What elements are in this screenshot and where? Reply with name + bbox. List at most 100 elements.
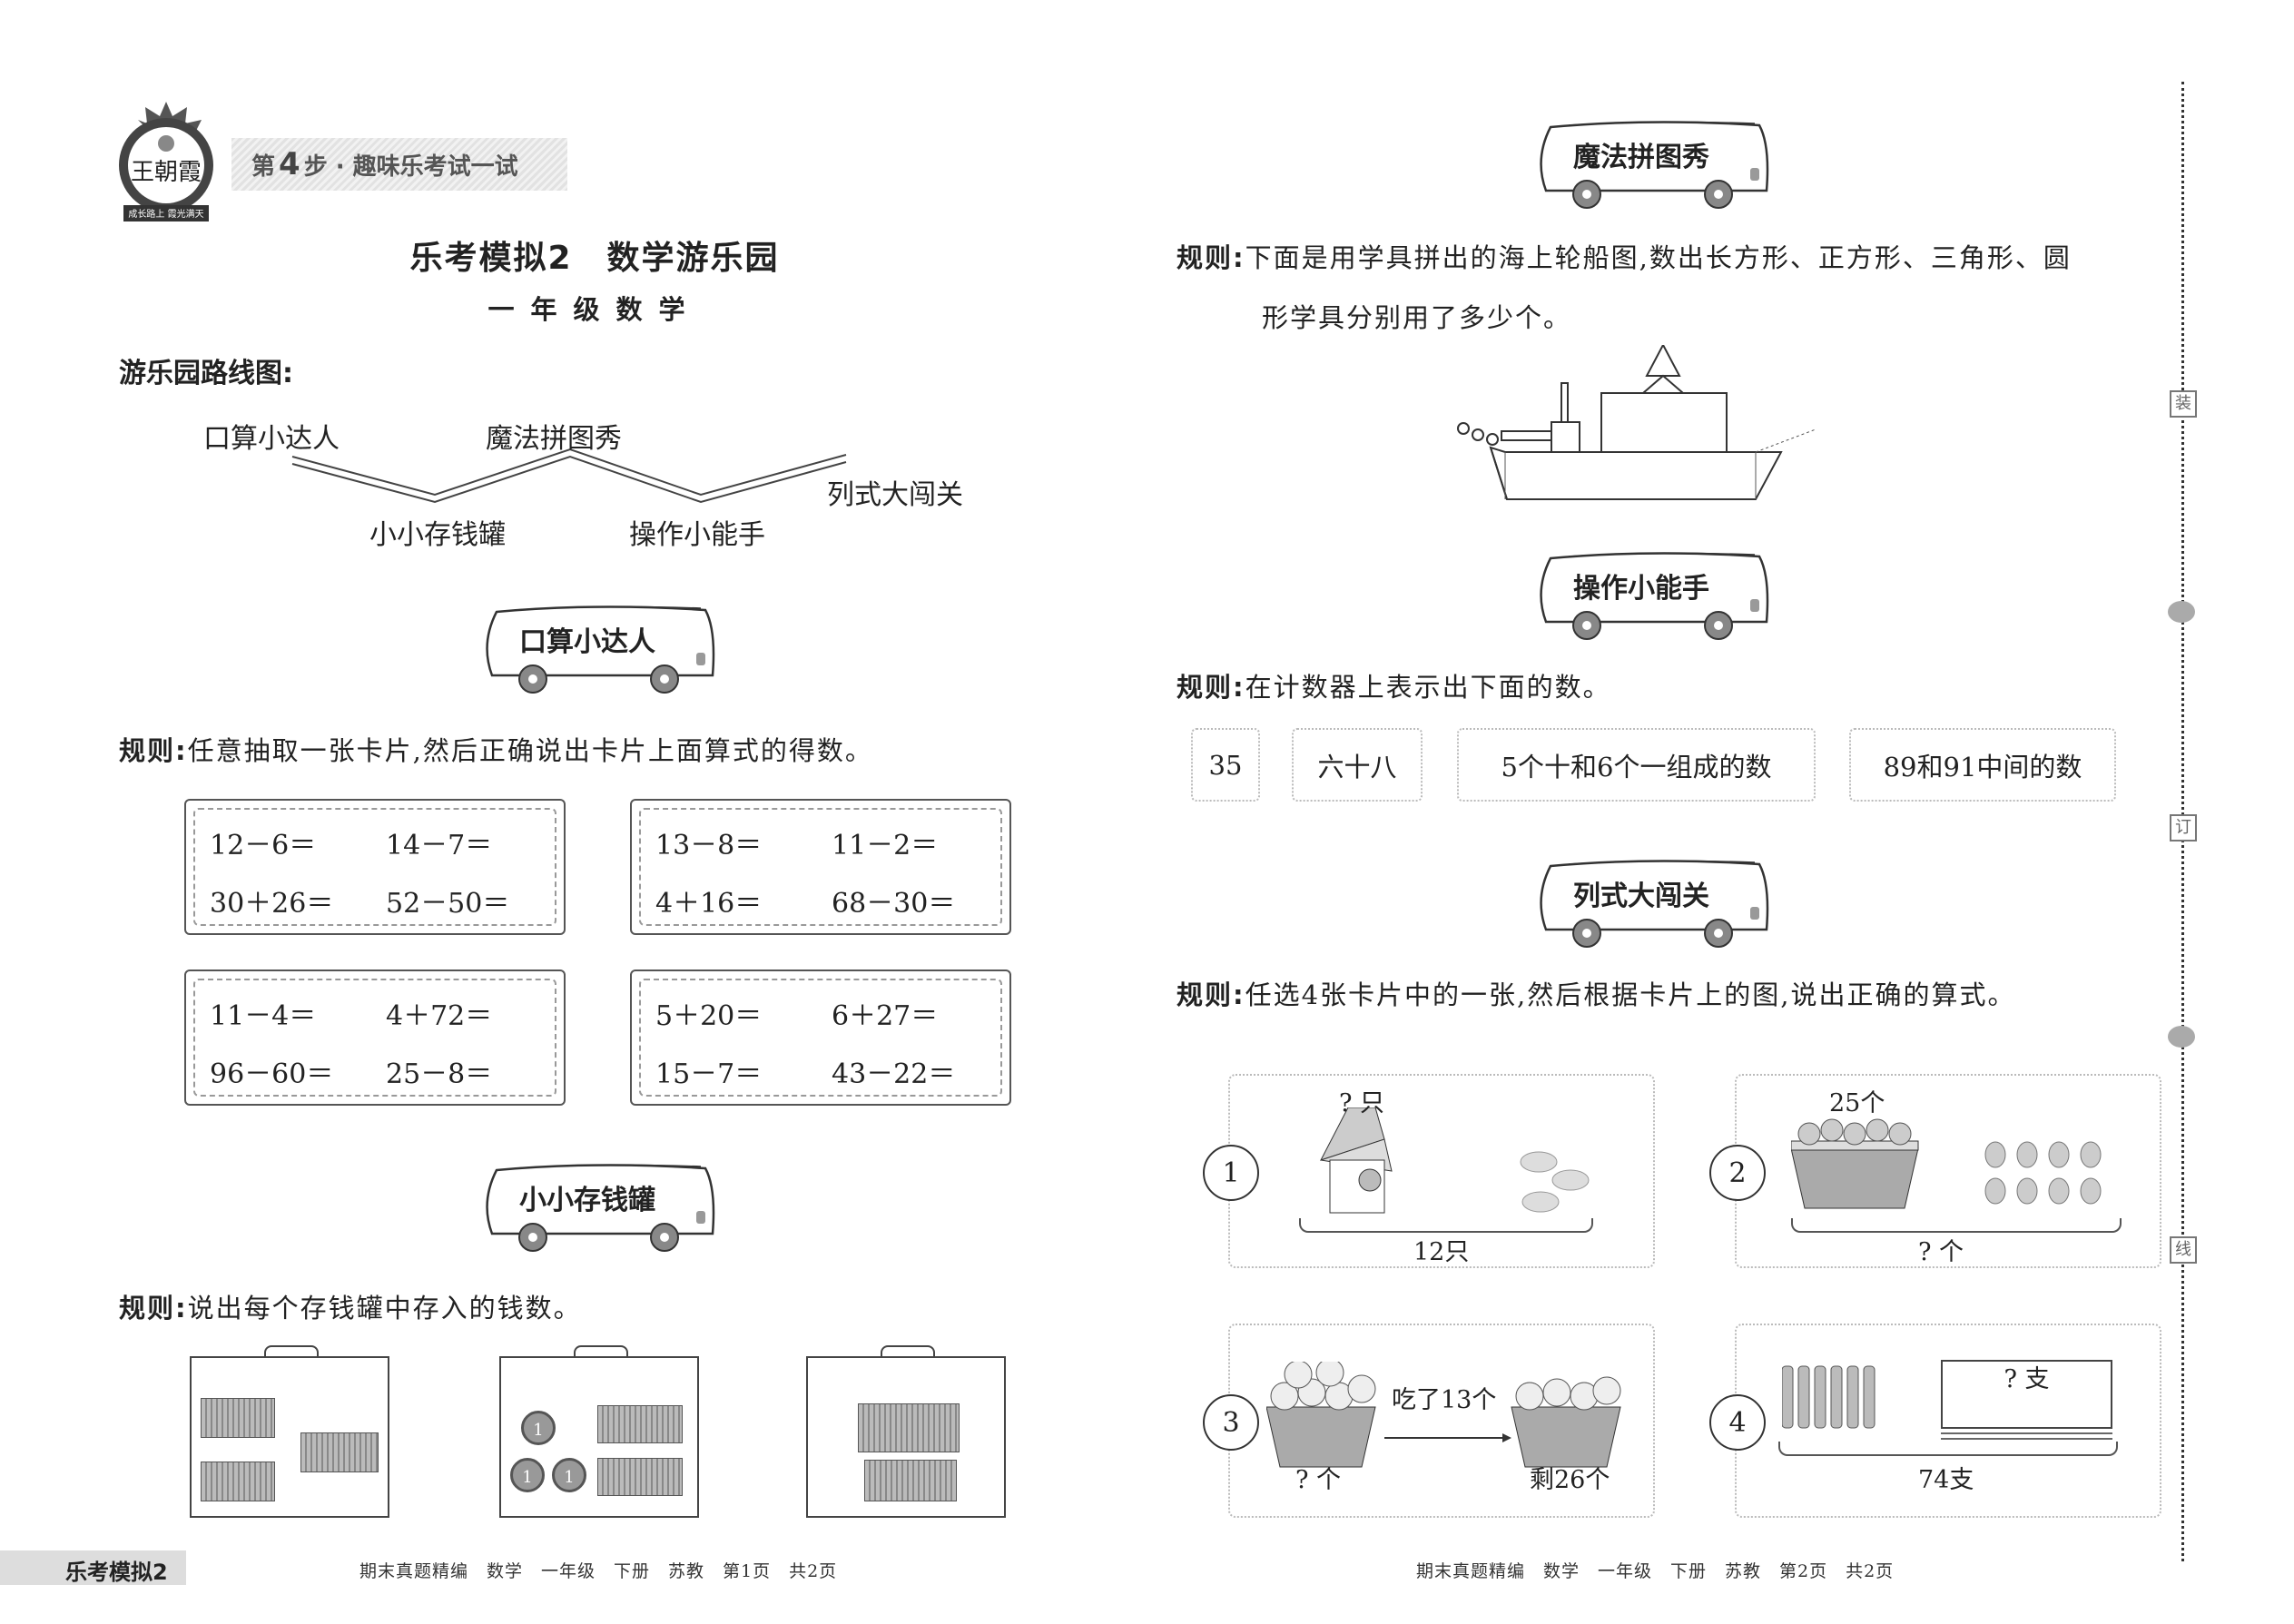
birdhouse-and-birds <box>1319 1107 1590 1214</box>
section-bus-puzzle: 魔法拼图秀 <box>1532 118 1773 213</box>
number-card[interactable]: 35 <box>1191 728 1260 802</box>
expression: 14－7＝ <box>386 830 493 861</box>
rule-label: 规则: <box>119 1293 188 1324</box>
card-number: 4 <box>1709 1394 1766 1451</box>
math-card[interactable]: 13－8＝ 11－2＝ 4＋16＝ 68－30＝ <box>630 799 1011 935</box>
bus-icon <box>1540 121 1769 209</box>
footer-tab: 乐考模拟2 <box>0 1550 186 1585</box>
rule-text: 任意抽取一张卡片,然后正确说出卡片上面算式的得数。 <box>187 735 873 766</box>
rule-label: 规则: <box>1177 672 1245 703</box>
section-title: 小小存钱罐 <box>519 1185 655 1216</box>
picture-card-4[interactable]: ? 支 4 74支 <box>1709 1324 2161 1518</box>
step-prefix: 第 <box>251 153 276 181</box>
footer-page-1: 期末真题精编 数学 一年级 下册 苏教 第1页 共2页 <box>359 1561 838 1581</box>
brand-logo: 王朝霞 成长路上 霞光满天 <box>107 100 225 227</box>
number-card[interactable]: 六十八 <box>1292 728 1423 802</box>
binding-hole-icon <box>2168 601 2195 623</box>
route-path <box>291 448 847 504</box>
expression: 4＋72＝ <box>386 1000 493 1032</box>
rule-label: 规则: <box>1177 242 1245 273</box>
total-label: 12只 <box>1413 1238 1470 1266</box>
brace <box>1299 1218 1593 1233</box>
step-number: 4 <box>279 146 300 182</box>
expression: 6＋27＝ <box>832 1000 939 1032</box>
expression: 68－30＝ <box>832 888 956 920</box>
unknown-count-label: ? 个 <box>1295 1466 1342 1494</box>
banknote-icon <box>300 1432 379 1472</box>
route-stop-4: 操作小能手 <box>629 519 765 551</box>
number-card[interactable]: 5个十和6个一组成的数 <box>1457 728 1816 802</box>
coin-icon: 1 <box>510 1458 545 1492</box>
step-suffix: 步 · 趣味乐考试一试 <box>303 153 518 181</box>
section-bus-piggy-bank: 小小存钱罐 <box>478 1161 719 1256</box>
banknote-icon <box>864 1460 957 1501</box>
bus-icon <box>1540 860 1769 948</box>
rule-operation: 规则:在计数器上表示出下面的数。 <box>1177 666 1611 704</box>
coin-slot <box>881 1345 935 1358</box>
basket-count-label: 25个 <box>1829 1089 1885 1117</box>
coin-icon: 1 <box>552 1458 586 1492</box>
expression: 52－50＝ <box>386 888 510 920</box>
expression: 4＋16＝ <box>655 888 763 920</box>
card-number: 1 <box>1203 1145 1259 1201</box>
rule-piggy-bank: 规则:说出每个存钱罐中存入的钱数。 <box>119 1287 582 1325</box>
piggy-bank-2[interactable]: 1 1 1 <box>499 1345 699 1518</box>
banknote-icon <box>201 1462 275 1501</box>
expression: 5＋20＝ <box>655 1000 763 1032</box>
eaten-label: 吃了13个 <box>1392 1386 1497 1414</box>
ship-figure <box>1457 345 1816 500</box>
rule-label: 规则: <box>1177 979 1245 1010</box>
picture-card-2[interactable]: 2 25个 ? 个 <box>1709 1074 2161 1268</box>
brace <box>1778 1442 2118 1456</box>
expression: 96－60＝ <box>210 1058 334 1090</box>
unknown-count-label: ? 支 <box>2004 1365 2050 1393</box>
coin-icon: 1 <box>521 1411 556 1445</box>
section-bus-equation: 列式大闯关 <box>1532 857 1773 952</box>
expression: 30＋26＝ <box>210 888 334 920</box>
section-title: 口算小达人 <box>519 626 655 658</box>
coin-slot <box>574 1345 628 1358</box>
card-number: 3 <box>1203 1394 1259 1451</box>
rule-mental-math: 规则:任意抽取一张卡片,然后正确说出卡片上面算式的得数。 <box>119 730 873 768</box>
expression: 15－7＝ <box>655 1058 763 1090</box>
margin-label: 线 <box>2170 1236 2197 1264</box>
rule-label: 规则: <box>119 735 188 766</box>
rule-equation: 规则:任选4张卡片中的一张,然后根据卡片上的图,说出正确的算式。 <box>1177 974 2016 1012</box>
route-stop-1: 口算小达人 <box>203 423 340 455</box>
picture-card-1[interactable]: 1 ? 只 12只 <box>1203 1074 1655 1268</box>
banknote-icon <box>201 1398 275 1438</box>
route-stop-3: 魔法拼图秀 <box>486 423 622 455</box>
page-subtitle: 一年级数学 <box>487 294 702 325</box>
banknote-icon <box>597 1405 683 1443</box>
expression: 11－4＝ <box>210 1000 317 1032</box>
section-title: 操作小能手 <box>1573 573 1709 605</box>
bus-icon <box>486 605 715 694</box>
section-title: 魔法拼图秀 <box>1573 142 1709 173</box>
rule-puzzle: 规则:下面是用学具拼出的海上轮船图,数出长方形、正方形、三角形、圆 <box>1177 237 2072 275</box>
math-card[interactable]: 12－6＝ 14－7＝ 30＋26＝ 52－50＝ <box>184 799 566 935</box>
remaining-label: 剩26个 <box>1530 1466 1610 1494</box>
pencils-icon <box>1782 1365 1876 1429</box>
math-card[interactable]: 5＋20＝ 6＋27＝ 15－7＝ 43－22＝ <box>630 969 1011 1106</box>
pencil-box: ? 支 <box>1941 1360 2112 1429</box>
card-number: 2 <box>1709 1145 1766 1201</box>
section-bus-operation: 操作小能手 <box>1532 549 1773 645</box>
expression: 11－2＝ <box>832 830 939 861</box>
brace <box>1791 1218 2122 1233</box>
piggy-bank-1[interactable] <box>190 1345 389 1518</box>
picture-card-3[interactable]: 3 吃了13个 ? 个 剩26个 <box>1203 1324 1655 1518</box>
total-label: 74支 <box>1918 1466 1974 1494</box>
margin-label: 订 <box>2170 814 2197 842</box>
section-title: 列式大闯关 <box>1573 881 1709 912</box>
route-heading: 游乐园路线图: <box>119 358 293 389</box>
expression: 12－6＝ <box>210 830 317 861</box>
page-title: 乐考模拟2 数学游乐园 <box>409 240 780 277</box>
bus-icon <box>486 1164 715 1252</box>
rule-text: 下面是用学具拼出的海上轮船图,数出长方形、正方形、三角形、圆 <box>1245 242 2072 273</box>
number-card[interactable]: 89和91中间的数 <box>1849 728 2116 802</box>
math-card[interactable]: 11－4＝ 4＋72＝ 96－60＝ 25－8＝ <box>184 969 566 1106</box>
binding-hole-icon <box>2168 1026 2195 1048</box>
piggy-bank-3[interactable] <box>806 1345 1006 1518</box>
baskets-of-apples <box>1266 1362 1621 1468</box>
